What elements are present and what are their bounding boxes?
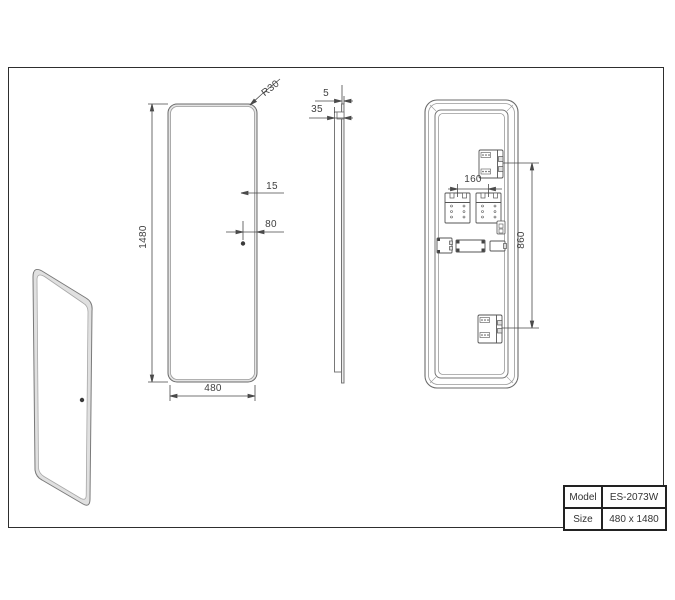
dim-frost-offset-lines (240, 190, 284, 196)
drawing-border (8, 67, 664, 528)
mirror-front-face (170, 106, 255, 380)
dim-bracket-spacing-lines (448, 184, 502, 197)
title-block-size-value: 480 x 1480 (602, 508, 666, 530)
perspective-view (32, 269, 93, 506)
title-block-size-label: Size (564, 508, 602, 530)
front-view (148, 78, 284, 401)
dim-connection-spacing: 860 (516, 231, 527, 249)
title-block-model-value: ES-2073W (602, 486, 666, 508)
dim-height-lines (148, 103, 168, 383)
dim-frost-offset: 15 (266, 181, 278, 192)
dim-front-height: 1480 (138, 225, 149, 249)
touch-button-3d (79, 397, 85, 403)
power-component (436, 237, 453, 254)
dim-bracket-spacing: 160 (464, 174, 482, 185)
side-profile-glass (341, 103, 345, 384)
touch-button-front (240, 241, 246, 246)
back-frame-mid (428, 103, 515, 385)
dim-button-offset-lines (226, 221, 284, 240)
dim-radius-leader (249, 78, 281, 106)
wall-bracket-left (444, 192, 471, 224)
wall-bracket-right (475, 192, 502, 224)
dim-button-offset: 80 (265, 219, 277, 230)
dim-depth-lines (309, 107, 353, 121)
title-block-model-label: Model (564, 486, 602, 508)
junction-box-top (478, 149, 504, 179)
back-view (424, 99, 539, 389)
back-corner-bevels (429, 104, 514, 384)
dim-glass-thickness: 5 (323, 88, 329, 99)
mirror-3d-face (36, 274, 89, 500)
sensor-component (496, 220, 506, 235)
connector-component (489, 240, 507, 252)
dim-width-lines (169, 385, 256, 401)
side-view (309, 85, 353, 384)
title-block: Model ES-2073W Size 480 x 1480 (563, 485, 667, 531)
led-driver (455, 239, 486, 253)
side-profile-frame (334, 111, 342, 373)
dim-total-depth: 35 (311, 104, 323, 115)
dim-thickness-lines (315, 85, 353, 104)
junction-box-bottom (477, 314, 503, 344)
dim-connection-spacing-lines (502, 162, 539, 329)
side-top-bracket (336, 111, 345, 120)
dim-front-width: 480 (204, 383, 222, 394)
